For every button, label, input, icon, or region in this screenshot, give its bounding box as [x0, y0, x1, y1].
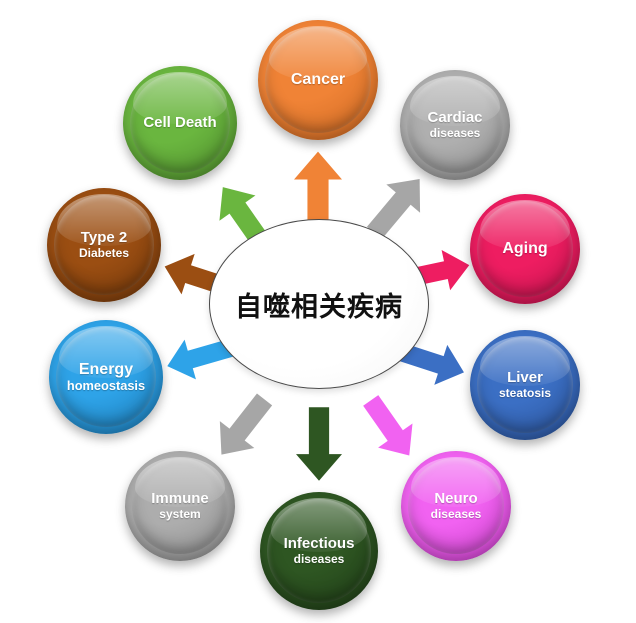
arrow-neuro: [353, 388, 426, 468]
node-celldeath[interactable]: Cell Death: [123, 66, 237, 180]
node-cancer[interactable]: Cancer: [258, 20, 378, 140]
node-sublabel-liver: steatosis: [498, 385, 552, 400]
center-hub-label: 自噬相关疾病: [235, 291, 403, 322]
arrow-liver: [392, 331, 472, 393]
arrow-cardiac: [357, 164, 437, 247]
arrow-infectious: [296, 407, 342, 481]
node-sublabel-neuro: diseases: [430, 506, 482, 521]
node-sublabel-immune: system: [159, 506, 201, 521]
node-label-aging: Aging: [502, 240, 548, 258]
node-sublabel-energy: homeostasis: [66, 377, 146, 393]
node-sublabel-infectious: diseases: [293, 551, 345, 566]
center-hub: 自噬相关疾病: [209, 219, 429, 389]
node-label-cancer: Cancer: [290, 71, 346, 89]
node-aging[interactable]: Aging: [470, 194, 580, 304]
arrow-immune: [204, 386, 282, 468]
node-sublabel-cardiac: diseases: [429, 125, 481, 140]
node-sublabel-diabetes: Diabetes: [78, 245, 130, 260]
arrow-cancer: [294, 151, 342, 229]
arrow-energy: [161, 328, 236, 387]
node-label-celldeath: Cell Death: [143, 113, 217, 131]
